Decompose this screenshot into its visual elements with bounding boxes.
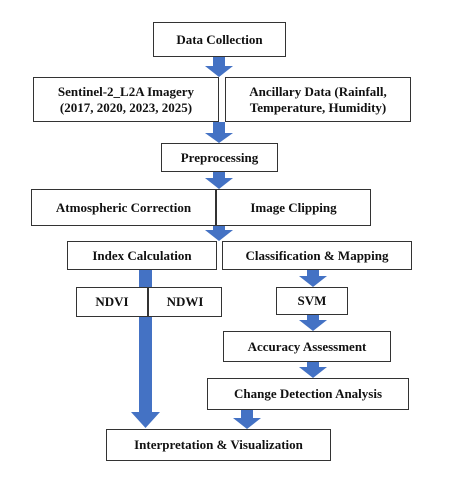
accuracy-assessment-box: Accuracy Assessment (223, 331, 391, 362)
data-collection-box: Data Collection (153, 22, 286, 57)
arrow-svm-to-accuracy (299, 315, 327, 331)
image-clipping-label: Image Clipping (250, 199, 337, 215)
arrow-accuracy-to-change-detection (299, 362, 327, 378)
arrow-preprocessing-to-steps (205, 172, 233, 189)
classification-mapping-label: Classification & Mapping (245, 247, 389, 263)
svm-label: SVM (297, 293, 327, 308)
atmospheric-correction-label: Atmospheric Correction (55, 199, 192, 215)
accuracy-assessment-label: Accuracy Assessment (247, 338, 367, 354)
index-calculation-label: Index Calculation (92, 247, 192, 263)
atmospheric-correction-box: Atmospheric Correction (31, 189, 216, 226)
arrow-indices-to-interpretation (131, 265, 160, 428)
sentinel-imagery-label-line1: Sentinel-2_L2A Imagery (57, 83, 195, 99)
arrow-change-detection-to-interpretation (233, 410, 261, 429)
ancillary-data-label-line2: Temperature, Humidity) (249, 99, 387, 115)
interpretation-visualization-label: Interpretation & Visualization (134, 437, 303, 452)
sentinel-imagery-box: Sentinel-2_L2A Imagery (2017, 2020, 2023… (33, 77, 219, 122)
ndvi-label: NDVI (95, 294, 129, 309)
preprocessing-label: Preprocessing (180, 149, 259, 165)
ndwi-box: NDWI (148, 287, 222, 317)
arrow-steps-to-analysis (205, 226, 233, 241)
change-detection-label: Change Detection Analysis (233, 386, 383, 401)
preprocessing-box: Preprocessing (161, 143, 278, 172)
arrow-classification-to-svm (299, 270, 327, 287)
arrow-data-to-sources (205, 57, 233, 77)
ancillary-data-label-line1: Ancillary Data (Rainfall, (249, 83, 387, 99)
change-detection-box: Change Detection Analysis (207, 378, 409, 410)
ancillary-data-box: Ancillary Data (Rainfall, Temperature, H… (225, 77, 411, 122)
classification-mapping-box: Classification & Mapping (222, 241, 412, 270)
svm-box: SVM (276, 287, 348, 315)
ndwi-label: NDWI (166, 294, 204, 309)
image-clipping-box: Image Clipping (216, 189, 371, 226)
arrow-sources-to-preprocessing (205, 122, 233, 143)
interpretation-visualization-box: Interpretation & Visualization (106, 429, 331, 461)
data-collection-label: Data Collection (176, 31, 263, 47)
index-calculation-box: Index Calculation (67, 241, 217, 270)
ndvi-box: NDVI (76, 287, 148, 317)
sentinel-imagery-label-line2: (2017, 2020, 2023, 2025) (59, 99, 193, 115)
